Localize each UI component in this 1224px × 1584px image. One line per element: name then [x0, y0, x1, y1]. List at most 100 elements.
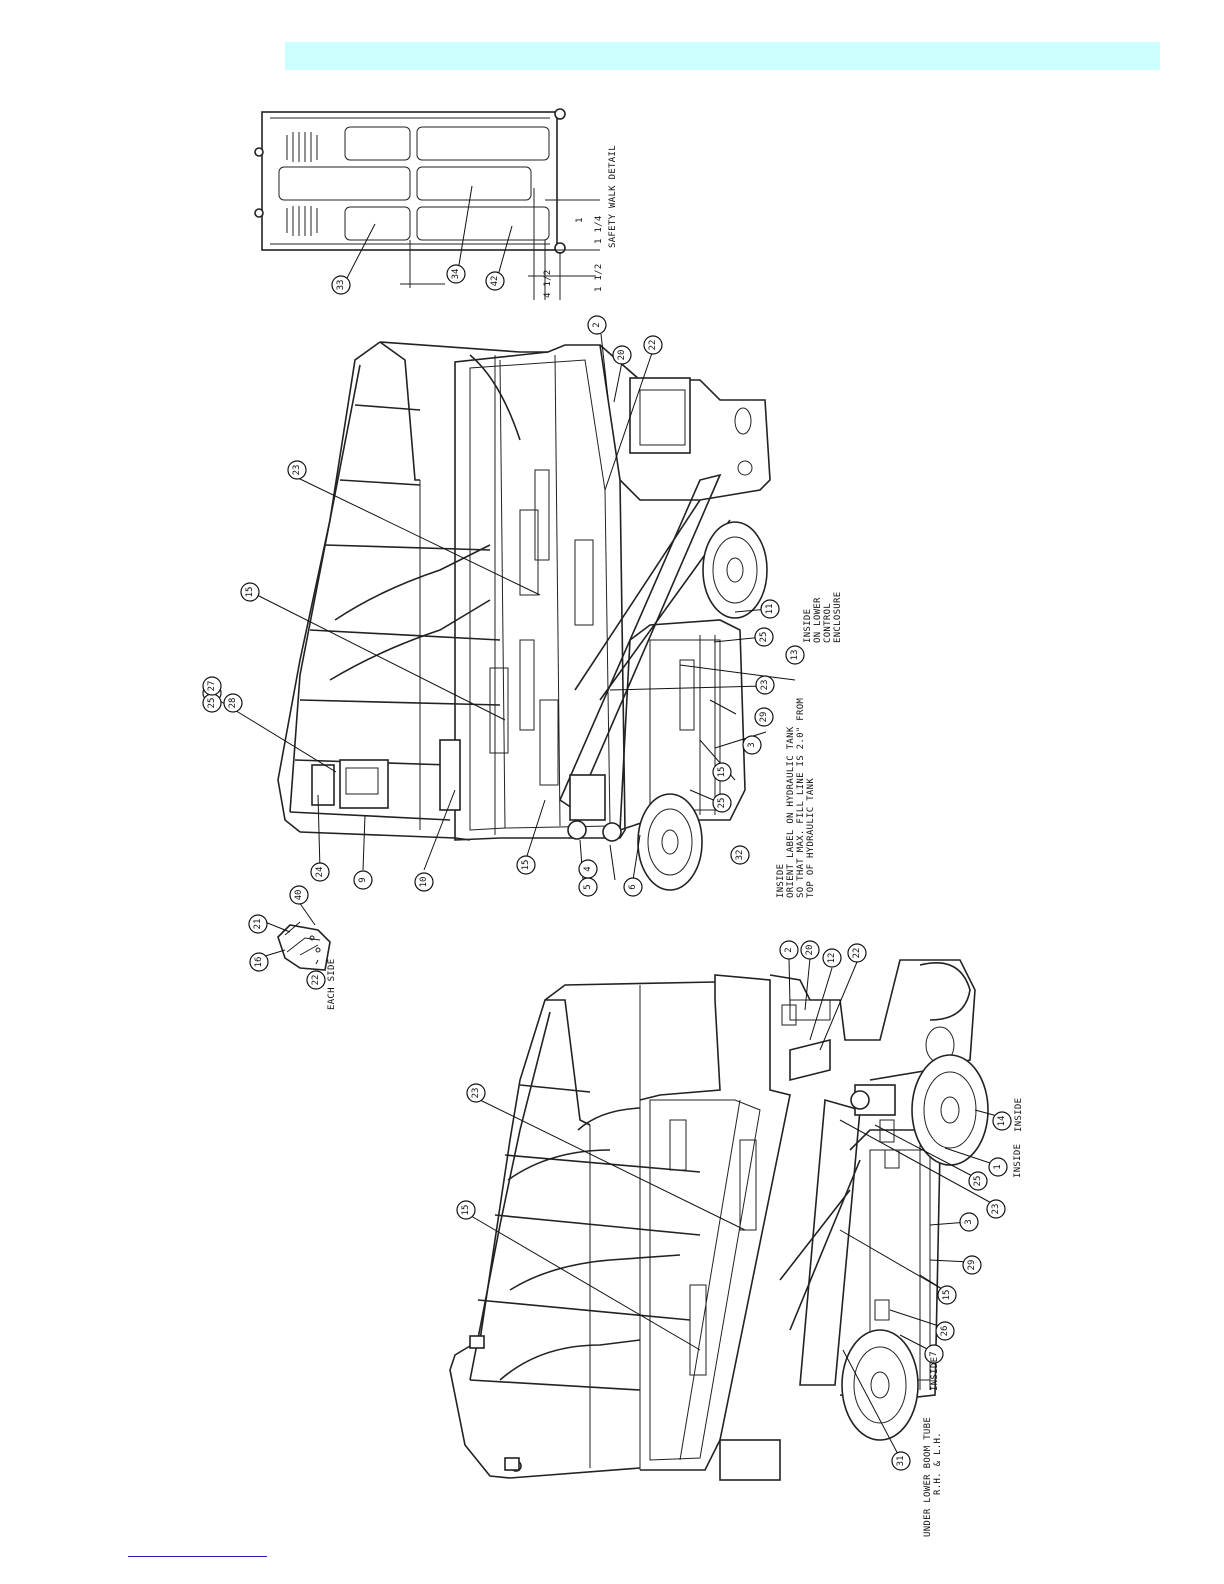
header-band — [285, 42, 1160, 70]
balloon-40: 40 — [289, 885, 309, 905]
dim-1-1-2: 1 1/2 — [594, 263, 604, 292]
guard-detail: 40 21 16 22 EACH SIDE — [248, 885, 337, 1010]
balloon-20: 20 — [612, 345, 632, 365]
wheel-rear-bottom — [841, 1329, 919, 1441]
svg-text:12: 12 — [827, 953, 837, 964]
svg-text:25: 25 — [717, 798, 727, 809]
scissor-lift-view-top: 2 20 22 23 15 19 25 28 27 24 9 10 15 5 4… — [202, 315, 843, 898]
balloon-42: 42 — [485, 271, 505, 291]
balloon-5: 5 — [578, 877, 598, 897]
balloon-13: 13 — [785, 645, 805, 665]
balloon-6: 6 — [623, 877, 643, 897]
balloon-26: 26 — [935, 1321, 955, 1341]
balloon-14: 14 — [992, 1111, 1012, 1131]
svg-text:42: 42 — [490, 276, 500, 287]
note-inside-7: INSIDE — [930, 1357, 940, 1391]
svg-text:14: 14 — [997, 1116, 1007, 1127]
balloon-28: 28 — [223, 693, 243, 713]
svg-text:ORIENT LABEL ON HYDRAULIC TANK: ORIENT LABEL ON HYDRAULIC TANK — [786, 726, 796, 898]
svg-text:25: 25 — [759, 632, 769, 643]
balloon-9: 9 — [353, 870, 373, 890]
svg-text:20: 20 — [617, 350, 627, 361]
svg-text:INSIDE: INSIDE — [803, 609, 813, 643]
svg-text:CONTROL: CONTROL — [823, 603, 833, 643]
svg-text:22: 22 — [648, 340, 658, 351]
balloon-2b: 2 — [779, 940, 799, 960]
svg-text:R.H. & L.H.: R.H. & L.H. — [933, 1432, 943, 1495]
svg-text:1: 1 — [993, 1164, 1003, 1169]
svg-text:23: 23 — [292, 465, 302, 476]
balloon-15b: 15 — [516, 855, 536, 875]
balloon-4: 4 — [578, 859, 598, 879]
balloon-21: 21 — [248, 914, 268, 934]
balloon-27: 27 — [202, 676, 222, 696]
balloon-32: 32 — [730, 845, 750, 865]
svg-text:15: 15 — [942, 1290, 952, 1301]
balloon-25c: 25 — [754, 627, 774, 647]
svg-text:6: 6 — [628, 884, 638, 889]
wheel-front — [702, 521, 768, 619]
balloon-3: 3 — [742, 735, 762, 755]
wheel-rear — [637, 793, 703, 891]
balloon-22: 22 — [643, 335, 663, 355]
note-hydraulic-tank: INSIDE ORIENT LABEL ON HYDRAULIC TANK SO… — [776, 698, 816, 898]
svg-text:15: 15 — [717, 767, 727, 778]
balloon-25b: 25 — [712, 793, 732, 813]
balloon-15e: 15 — [937, 1285, 957, 1305]
balloon-29: 29 — [754, 707, 774, 727]
balloon-1: 1 — [988, 1157, 1008, 1177]
svg-text:29: 29 — [967, 1260, 977, 1271]
safety-walk-detail: SAFETY WALK DETAIL 4 1/2 1 1/2 1 1/4 1 3… — [254, 108, 618, 300]
balloon-10: 10 — [414, 872, 434, 892]
balloon-34: 34 — [446, 264, 466, 284]
svg-text:22: 22 — [852, 948, 862, 959]
svg-text:29: 29 — [759, 712, 769, 723]
note-each-side: EACH SIDE — [327, 959, 337, 1010]
svg-text:UNDER LOWER BOOM TUBE: UNDER LOWER BOOM TUBE — [923, 1417, 933, 1537]
svg-text:27: 27 — [207, 681, 217, 692]
svg-text:22: 22 — [311, 975, 321, 986]
balloon-2: 2 — [587, 315, 607, 335]
balloon-23d: 23 — [986, 1199, 1006, 1219]
scissor-lift-view-bottom: 2 20 12 22 23 15 14 1 25 23 3 29 15 26 7… — [449, 940, 1024, 1537]
safety-walk-title: SAFETY WALK DETAIL — [608, 145, 618, 248]
balloon-22b: 22 — [306, 970, 326, 990]
svg-text:23: 23 — [471, 1088, 481, 1099]
balloon-23b: 23 — [755, 675, 775, 695]
svg-text:15: 15 — [521, 860, 531, 871]
balloon-15d: 15 — [456, 1200, 476, 1220]
svg-text:5: 5 — [583, 884, 593, 889]
svg-text:TOP OF HYDRAULIC TANK: TOP OF HYDRAULIC TANK — [806, 778, 816, 898]
svg-text:32: 32 — [735, 850, 745, 861]
svg-text:INSIDE: INSIDE — [776, 864, 786, 898]
svg-text:3: 3 — [964, 1219, 974, 1224]
balloon-23c: 23 — [466, 1083, 486, 1103]
balloon-33: 33 — [331, 275, 351, 295]
svg-text:26: 26 — [940, 1326, 950, 1337]
dim-1: 1 — [575, 217, 585, 223]
balloon-23: 23 — [287, 460, 307, 480]
svg-text:11: 11 — [765, 604, 775, 615]
balloon-16: 16 — [249, 952, 269, 972]
svg-text:15: 15 — [245, 587, 255, 598]
svg-text:20: 20 — [805, 945, 815, 956]
note-inside-1: INSIDE — [1013, 1144, 1023, 1178]
dim-4-1-2: 4 1/2 — [543, 269, 553, 298]
balloon-11: 11 — [760, 599, 780, 619]
wheel-front-bottom — [911, 961, 989, 1166]
svg-text:13: 13 — [790, 650, 800, 661]
balloon-29b: 29 — [962, 1255, 982, 1275]
balloon-20b: 20 — [800, 940, 820, 960]
svg-text:ON LOWER: ON LOWER — [813, 597, 823, 643]
footer-rule — [128, 1556, 267, 1557]
balloon-12: 12 — [822, 948, 842, 968]
svg-text:21: 21 — [253, 919, 263, 930]
balloon-24: 24 — [310, 862, 330, 882]
vent-slots-upper — [286, 132, 318, 162]
svg-text:10: 10 — [419, 877, 429, 888]
svg-text:31: 31 — [896, 1456, 906, 1467]
balloon-31: 31 — [891, 1451, 911, 1471]
svg-text:33: 33 — [336, 280, 346, 291]
balloon-3b: 3 — [959, 1212, 979, 1232]
